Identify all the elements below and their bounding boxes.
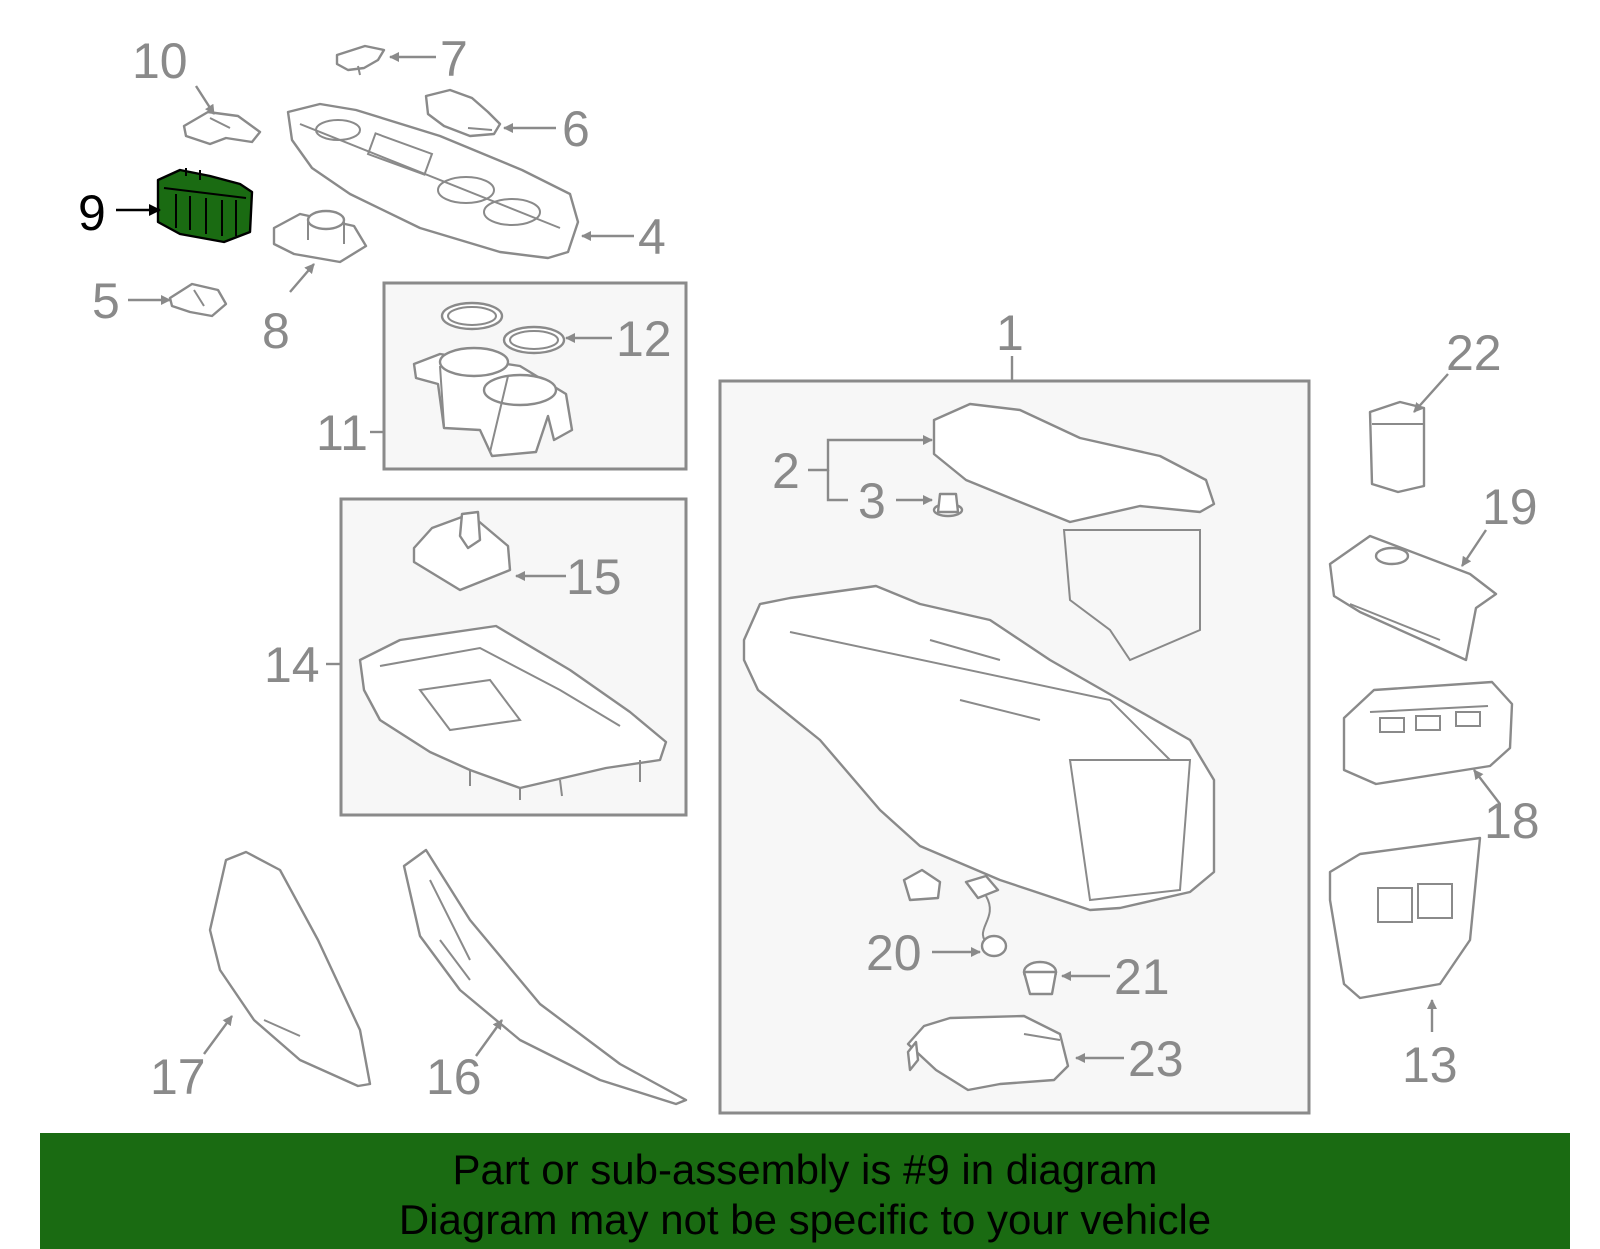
callout-18: 18 [1484, 793, 1540, 849]
callout-22: 22 [1446, 325, 1502, 381]
callout-15: 15 [566, 549, 622, 605]
part-11-cup-holder [412, 346, 574, 458]
callout-23: 23 [1128, 1031, 1184, 1087]
part-22-switch [1368, 400, 1426, 494]
part-16-side-trim [402, 848, 688, 1106]
part-20-wire [902, 868, 1008, 958]
part-7-cap [335, 44, 386, 76]
callout-4: 4 [638, 209, 666, 265]
callout-9: 9 [78, 185, 106, 241]
banner-line-2: Diagram may not be specific to your vehi… [398, 1196, 1212, 1243]
part-13-rear-panel [1328, 836, 1482, 1000]
leader-line-10 [194, 85, 216, 115]
part-19-panel [1328, 534, 1498, 662]
callout-17: 17 [150, 1049, 206, 1105]
part-15-boot [412, 510, 512, 592]
part-8-switch [272, 209, 368, 264]
part-12-rings [440, 301, 566, 355]
leader-line-2b [826, 470, 848, 502]
part-6-cover [424, 88, 502, 138]
leader-line-2 [808, 435, 933, 472]
part-1-console-box [742, 529, 1216, 912]
part-10-bracket [182, 110, 262, 146]
callout-7: 7 [440, 31, 468, 87]
leader-line-17 [203, 1015, 233, 1055]
callout-6: 6 [562, 101, 590, 157]
part-3-pin [932, 492, 964, 518]
part-23-box [906, 1014, 1070, 1092]
leader-line-22 [1413, 373, 1449, 413]
callout-10: 10 [132, 33, 188, 89]
part-17-side-trim [208, 850, 372, 1088]
callout-21: 21 [1114, 949, 1170, 1005]
part-9-highlighted [156, 168, 254, 244]
callout-8: 8 [262, 303, 290, 359]
leader-line-18 [1473, 769, 1501, 805]
callout-11: 11 [316, 405, 368, 461]
part-21-socket [1022, 960, 1058, 996]
part-2-armrest-lid [932, 402, 1216, 524]
callout-12: 12 [616, 311, 672, 367]
leader-line-19 [1461, 529, 1487, 567]
callout-19: 19 [1482, 479, 1538, 535]
part-14-console-base [358, 624, 668, 800]
part-4-console-panel [286, 102, 580, 260]
callout-1: 1 [996, 305, 1024, 361]
part-5-clip [168, 282, 228, 318]
info-banner: Part or sub-assembly is #9 in diagram Di… [40, 1133, 1570, 1249]
callout-20: 20 [866, 925, 922, 981]
callout-5: 5 [92, 273, 120, 329]
callout-16: 16 [426, 1049, 482, 1105]
callout-2: 2 [772, 443, 800, 499]
part-18-switch-panel [1342, 680, 1514, 786]
leader-line-16 [475, 1019, 503, 1057]
callout-3: 3 [858, 473, 886, 529]
callout-14: 14 [264, 637, 320, 693]
banner-line-1: Part or sub-assembly is #9 in diagram [452, 1146, 1158, 1193]
leader-line-8 [289, 263, 315, 293]
callout-13: 13 [1402, 1037, 1458, 1093]
